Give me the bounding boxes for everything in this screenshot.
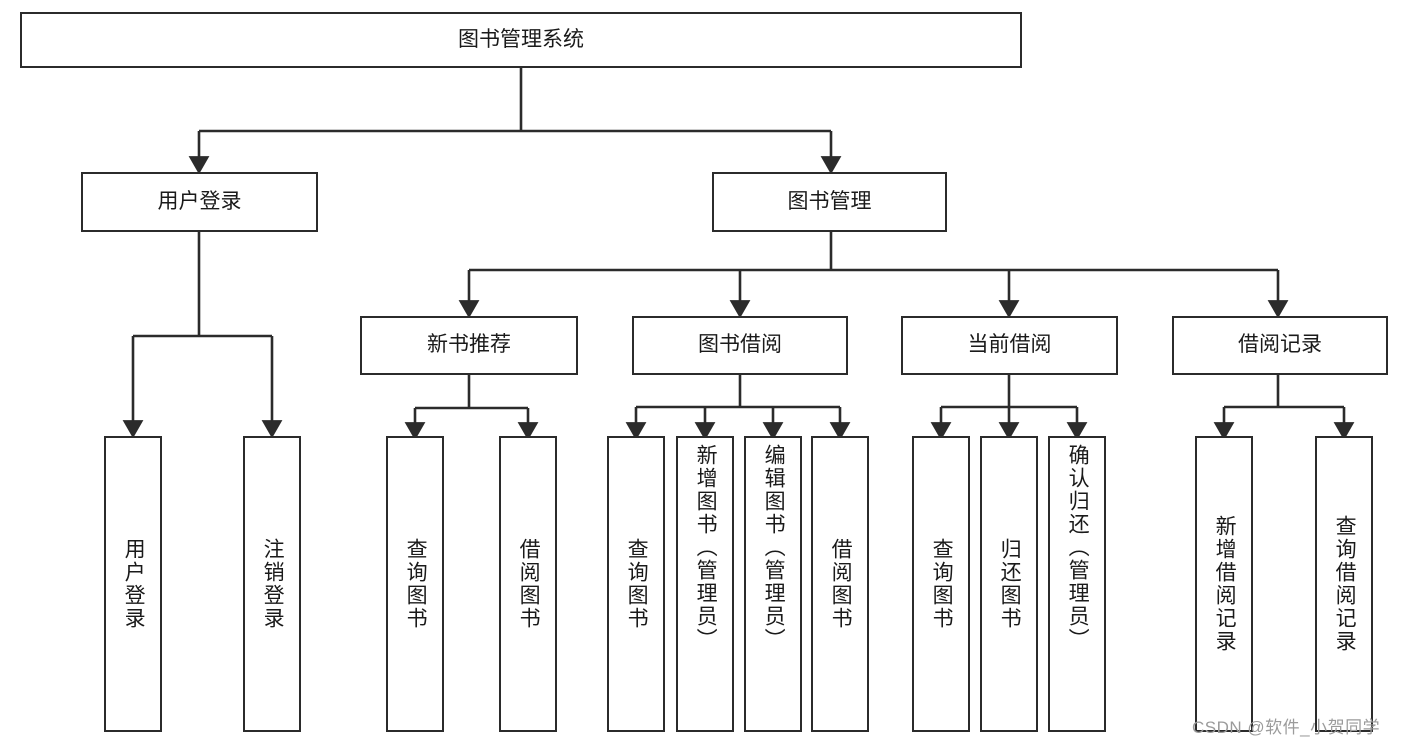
leaf-current-borrow-query[interactable]: 查询图书 <box>912 436 970 732</box>
node-user-login[interactable]: 用户登录 <box>81 172 318 232</box>
leaf-current-borrow-return[interactable]: 归还图书 <box>980 436 1038 732</box>
node-label: 图书借阅 <box>698 333 782 357</box>
leaf-new-book-query[interactable]: 查询图书 <box>386 436 444 732</box>
node-label: 图书管理系统 <box>458 27 584 51</box>
node-new-book-recommend[interactable]: 新书推荐 <box>360 316 578 375</box>
leaf-book-borrow-edit[interactable]: 编辑图书（管理员） <box>744 436 802 732</box>
node-label: 用户登录 <box>122 538 146 630</box>
node-current-borrow[interactable]: 当前借阅 <box>901 316 1118 375</box>
node-label: 归还图书 <box>998 538 1022 630</box>
node-label: 注销登录 <box>261 538 285 630</box>
node-book-borrow[interactable]: 图书借阅 <box>632 316 848 375</box>
node-label: 新书推荐 <box>427 333 511 357</box>
node-borrow-record[interactable]: 借阅记录 <box>1172 316 1388 375</box>
node-label: 借阅图书 <box>829 538 853 630</box>
node-label: 用户登录 <box>157 189 242 213</box>
node-label: 查询图书 <box>625 538 649 630</box>
leaf-user-login-login[interactable]: 用户登录 <box>104 436 162 732</box>
leaf-user-login-logout[interactable]: 注销登录 <box>243 436 301 732</box>
leaf-book-borrow-add[interactable]: 新增图书（管理员） <box>676 436 734 732</box>
node-label: 查询图书 <box>404 538 428 630</box>
node-book-management[interactable]: 图书管理 <box>712 172 947 232</box>
leaf-book-borrow-query[interactable]: 查询图书 <box>607 436 665 732</box>
leaf-new-book-borrow[interactable]: 借阅图书 <box>499 436 557 732</box>
leaf-current-borrow-confirm-return[interactable]: 确认归还（管理员） <box>1048 436 1106 732</box>
csdn-watermark: CSDN @软件_小贺同学 <box>1192 718 1381 737</box>
node-label: 图书管理 <box>787 189 872 213</box>
node-label: 新增图书（管理员） <box>694 444 718 651</box>
node-label: 查询借阅记录 <box>1333 515 1357 653</box>
leaf-borrow-record-add[interactable]: 新增借阅记录 <box>1195 436 1253 732</box>
node-root-system[interactable]: 图书管理系统 <box>20 12 1022 68</box>
node-label: 新增借阅记录 <box>1213 515 1237 653</box>
node-label: 查询图书 <box>930 538 954 630</box>
node-label: 编辑图书（管理员） <box>762 444 786 651</box>
node-label: 借阅图书 <box>517 538 541 630</box>
leaf-book-borrow-borrow[interactable]: 借阅图书 <box>811 436 869 732</box>
leaf-borrow-record-query[interactable]: 查询借阅记录 <box>1315 436 1373 732</box>
node-label: 借阅记录 <box>1238 333 1322 357</box>
node-label: 确认归还（管理员） <box>1066 444 1090 651</box>
node-label: 当前借阅 <box>967 333 1052 357</box>
